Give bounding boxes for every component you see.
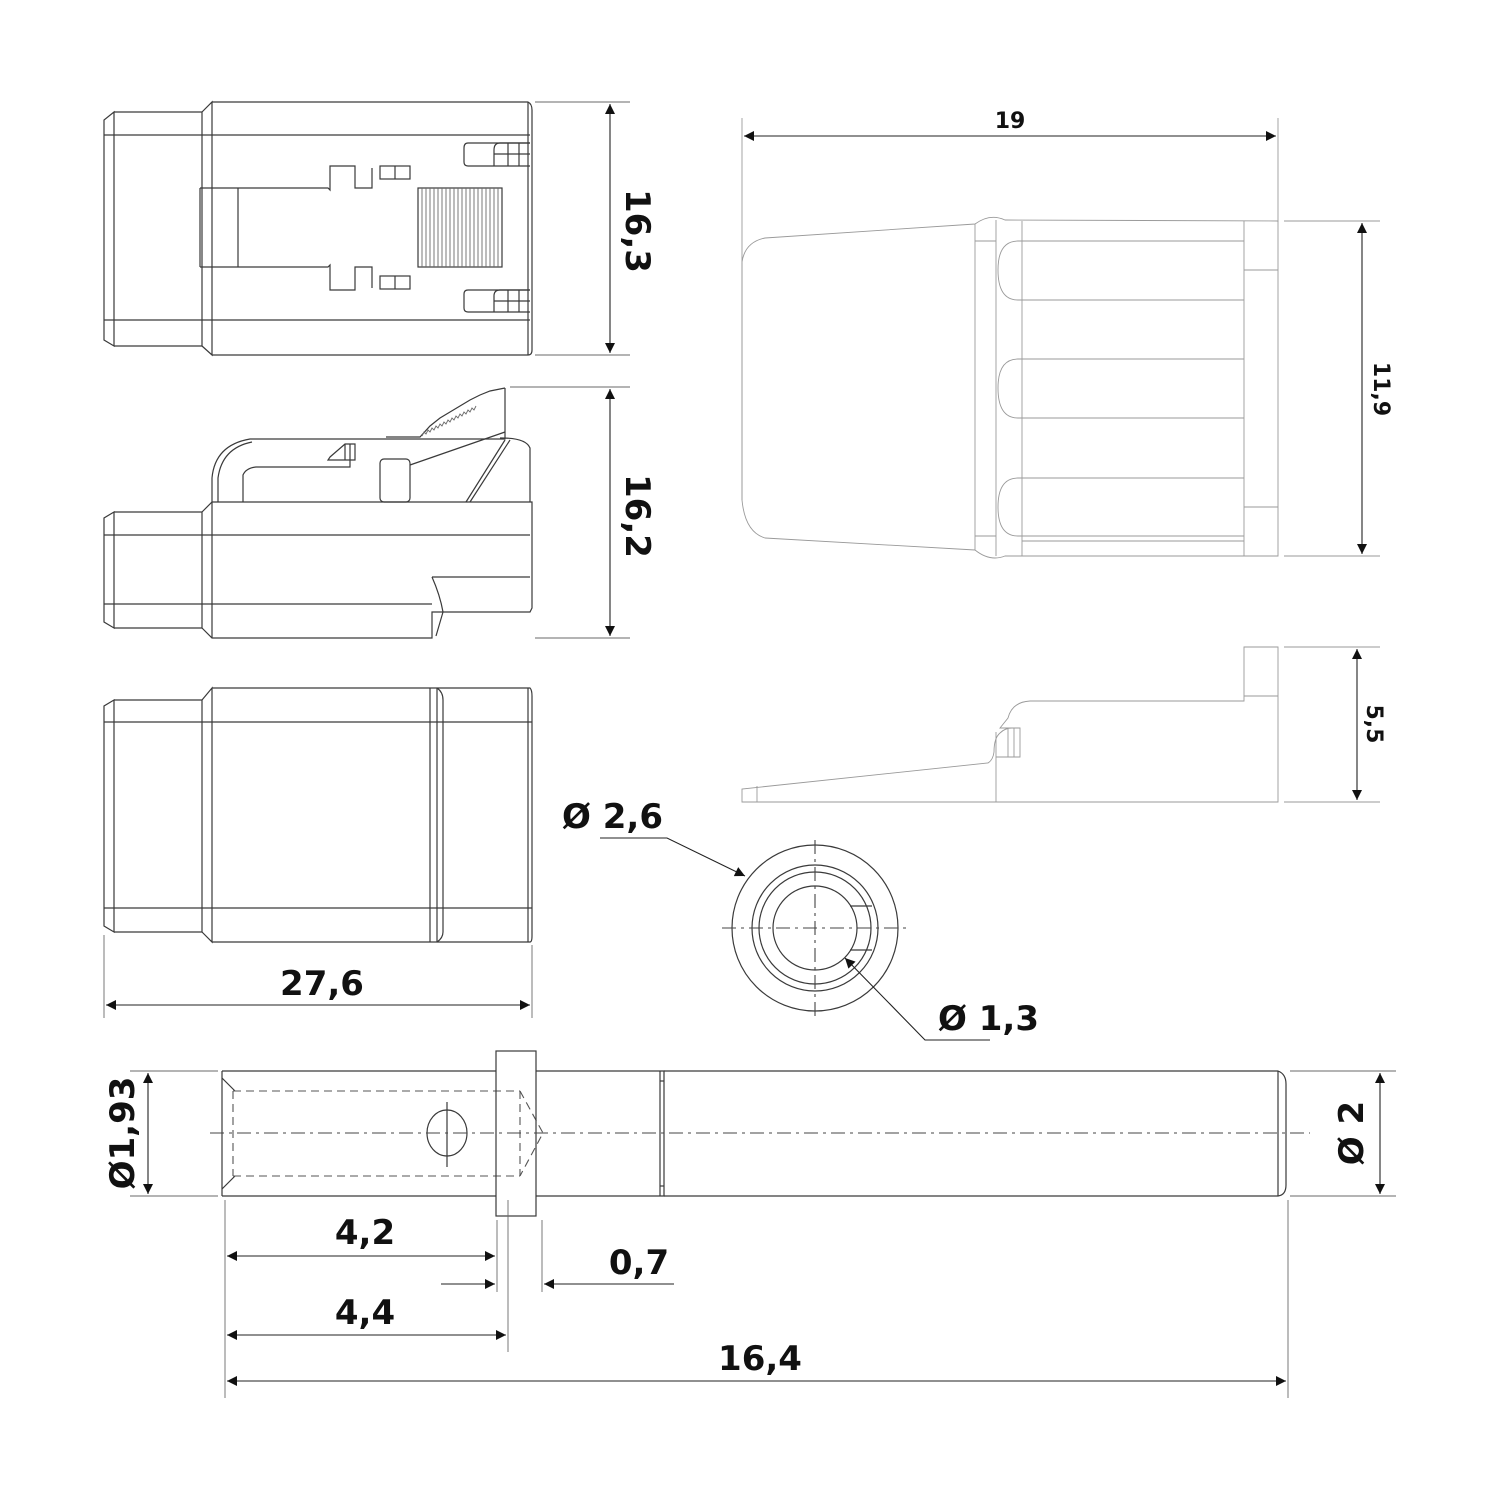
dim-label-cap-width: 11,9 [1368,361,1393,417]
pin-side-view [130,1050,1396,1398]
pin-end-view [600,837,990,1041]
dim-label-pin-collar-width: 0,7 [608,1243,670,1283]
dim-label-housing-length: 27,6 [280,964,364,1004]
housing-bottom-view [103,686,533,1018]
cap-side-view [741,646,1380,803]
dim-label-housing-top-height: 16,3 [617,189,657,273]
dim-label-pin-contact-dia: Ø 2 [1332,1100,1372,1166]
housing-top-view [103,100,630,357]
dim-label-pin-crimp-len: 4,2 [334,1213,396,1253]
dim-label-pin-inner-dia: Ø 1,3 [938,999,1039,1039]
cap-top-view [741,118,1380,559]
housing-side-view [103,386,630,639]
dim-label-pin-crimp-dia: Ø1,93 [103,1076,143,1190]
dim-label-pin-outer-dia: Ø 2,6 [562,797,663,837]
dim-label-pin-total-len: 16,4 [718,1339,802,1379]
dim-label-cap-height: 5,5 [1361,704,1386,744]
dim-label-housing-side-height: 16,2 [617,474,657,558]
dim-label-cap-length: 19 [994,109,1026,134]
dim-label-pin-collar-pos: 4,4 [334,1293,396,1333]
